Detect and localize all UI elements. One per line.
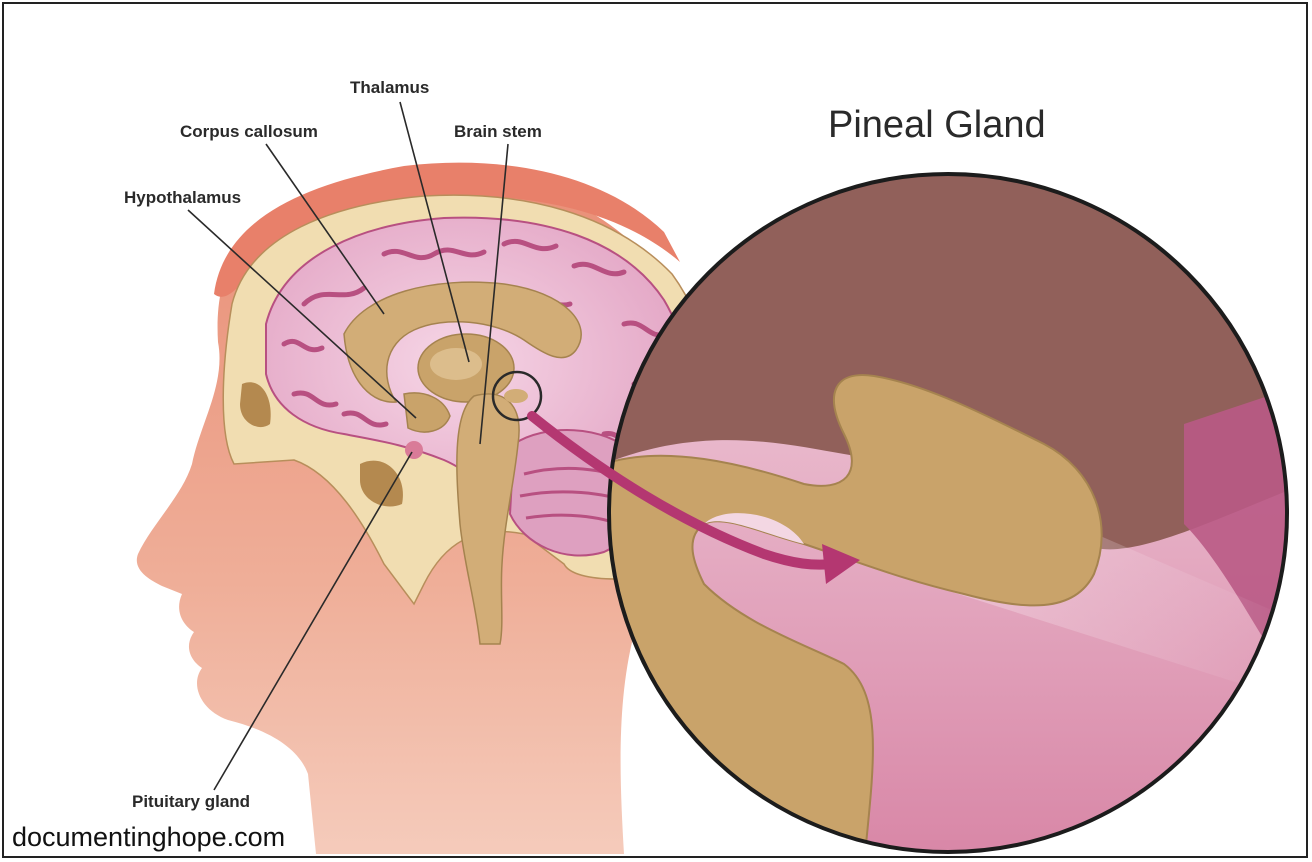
label-hypothalamus: Hypothalamus	[124, 188, 242, 207]
scalp	[214, 162, 680, 297]
label-pituitary-gland: Pituitary gland	[132, 792, 251, 811]
zoom-origin-circle	[491, 370, 543, 422]
pituitary-shape	[405, 441, 423, 459]
brain-illustration	[136, 101, 1289, 854]
credit-text: documentinghope.com	[12, 822, 286, 852]
zoom-arrow-head	[822, 544, 860, 584]
brain-stem	[456, 393, 520, 645]
corpus-callosum	[343, 281, 582, 403]
hypothalamus	[403, 392, 451, 433]
label-corpus-callosum: Corpus callosum	[180, 122, 318, 141]
zoom-circle-outline	[607, 172, 1289, 854]
thalamus-highlight	[430, 348, 482, 380]
leader-lines	[187, 101, 509, 791]
label-brain-stem: Brain stem	[454, 122, 542, 141]
ear-cavity	[360, 460, 403, 507]
pineal-small	[504, 389, 528, 403]
sinus-cavity	[240, 382, 271, 428]
zoom-arrow	[527, 411, 837, 570]
title: Pineal Gland	[828, 104, 1046, 146]
label-thalamus: Thalamus	[350, 78, 430, 97]
